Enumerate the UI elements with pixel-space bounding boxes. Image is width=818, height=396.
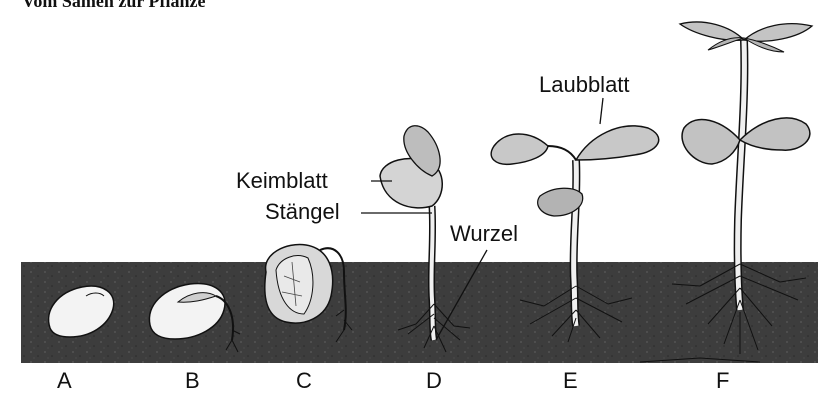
label-wurzel: Wurzel <box>450 223 518 245</box>
stage-label-f: F <box>716 370 729 392</box>
label-staengel: Stängel <box>265 201 340 223</box>
soil <box>21 262 818 363</box>
stage-label-d: D <box>426 370 442 392</box>
stage-label-c: C <box>296 370 312 392</box>
stage-label-a: A <box>57 370 72 392</box>
label-laubblatt: Laubblatt <box>539 74 630 96</box>
label-keimblatt: Keimblatt <box>236 170 328 192</box>
stage-label-b: B <box>185 370 200 392</box>
stage-label-e: E <box>563 370 578 392</box>
laubblatt-leader <box>600 98 603 124</box>
